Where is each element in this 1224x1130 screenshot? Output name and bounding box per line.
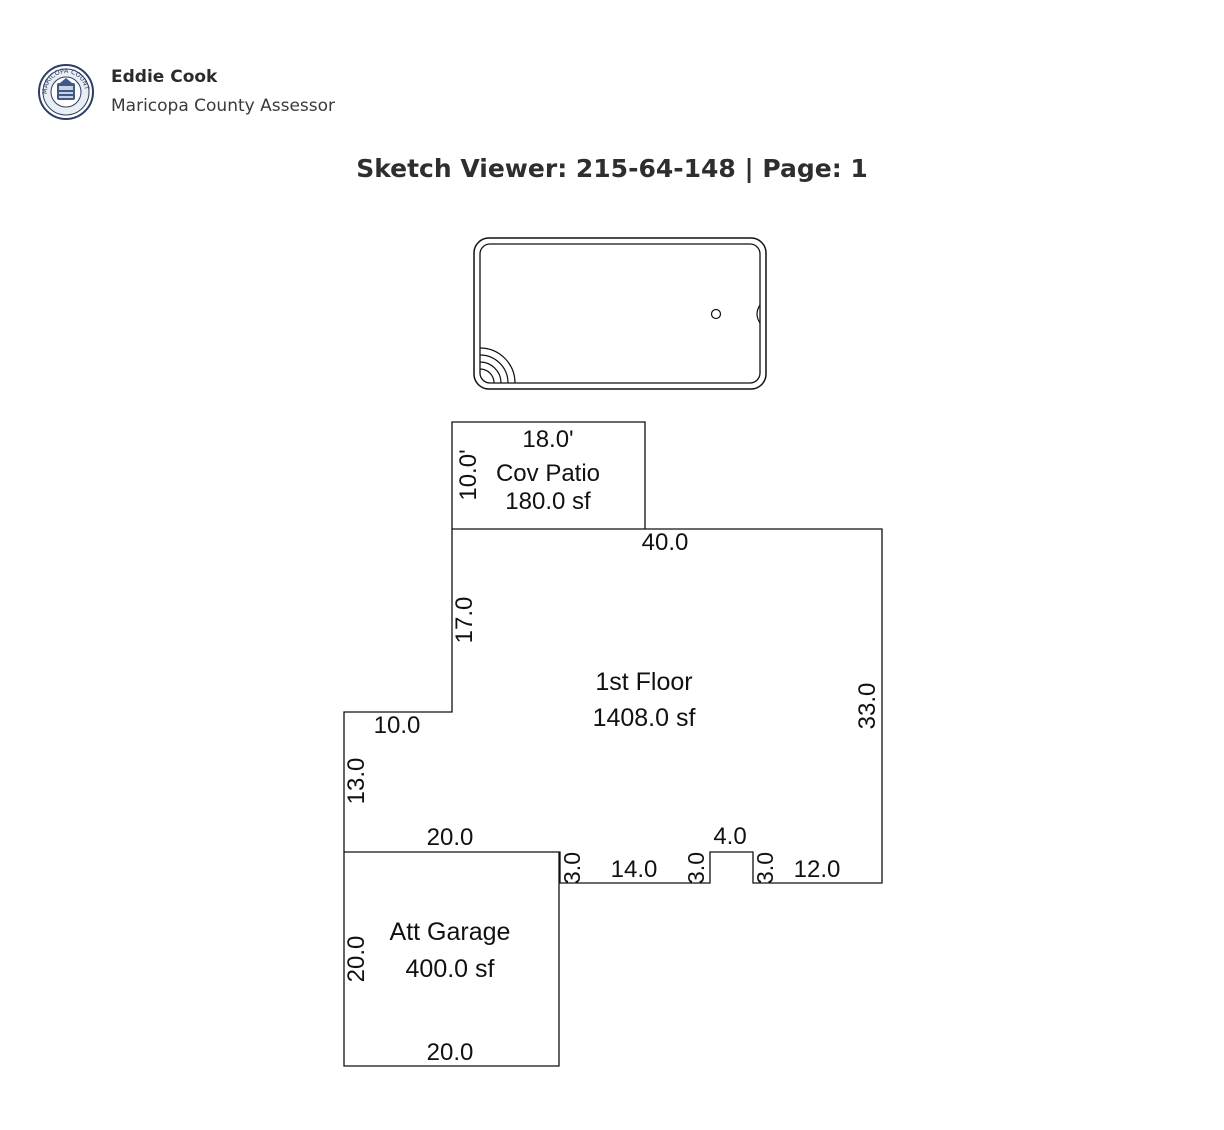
cov-patio-outline (451, 421, 646, 529)
att-garage-area: 400.0 sf (406, 955, 495, 983)
first-floor-dim-notch-1: 3.0 (559, 852, 585, 884)
first-floor-dim-step: 10.0 (374, 712, 421, 739)
cov-patio-area: 180.0 sf (505, 488, 591, 515)
page-title: Sketch Viewer: 215-64-148 | Page: 1 (356, 154, 868, 183)
first-floor-dim-bottom-mid: 14.0 (611, 856, 658, 883)
att-garage-outline (343, 852, 560, 1067)
first-floor-dim-notch-3: 3.0 (752, 852, 778, 884)
first-floor-dim-top: 40.0 (642, 529, 689, 556)
cov-patio-dim-left: 10.0' (455, 449, 482, 500)
att-garage-dim-bottom: 20.0 (427, 1039, 474, 1066)
assessor-name: Eddie Cook (111, 67, 218, 87)
first-floor-dim-left-upper: 17.0 (451, 597, 478, 644)
cov-patio-name: Cov Patio (496, 460, 600, 487)
first-floor-dim-bottom-left: 20.0 (427, 824, 474, 851)
cov-patio-dim-top: 18.0' (522, 426, 573, 453)
maricopa-county-seal-icon: MARICOPA COUNTY (38, 64, 94, 120)
pool-skimmer (756, 304, 761, 324)
att-garage-dim-left: 20.0 (343, 936, 370, 983)
office-name: Maricopa County Assessor (111, 96, 336, 116)
first-floor-dim-notch-width: 4.0 (713, 823, 746, 850)
pool-drain (710, 308, 722, 320)
first-floor-dim-notch-2: 3.0 (683, 852, 709, 884)
first-floor-name: 1st Floor (595, 668, 692, 696)
first-floor-dim-bottom-right: 12.0 (794, 856, 841, 883)
first-floor-dim-right: 33.0 (854, 683, 881, 730)
att-garage-name: Att Garage (390, 918, 511, 946)
pool-inner-outline (479, 243, 761, 384)
pool-steps (479, 347, 516, 384)
pool-outer-outline (473, 237, 767, 390)
pool-drawing (473, 237, 767, 390)
first-floor-outline (343, 528, 883, 884)
first-floor-dim-left-lower: 13.0 (343, 758, 370, 805)
first-floor-area: 1408.0 sf (593, 704, 696, 732)
